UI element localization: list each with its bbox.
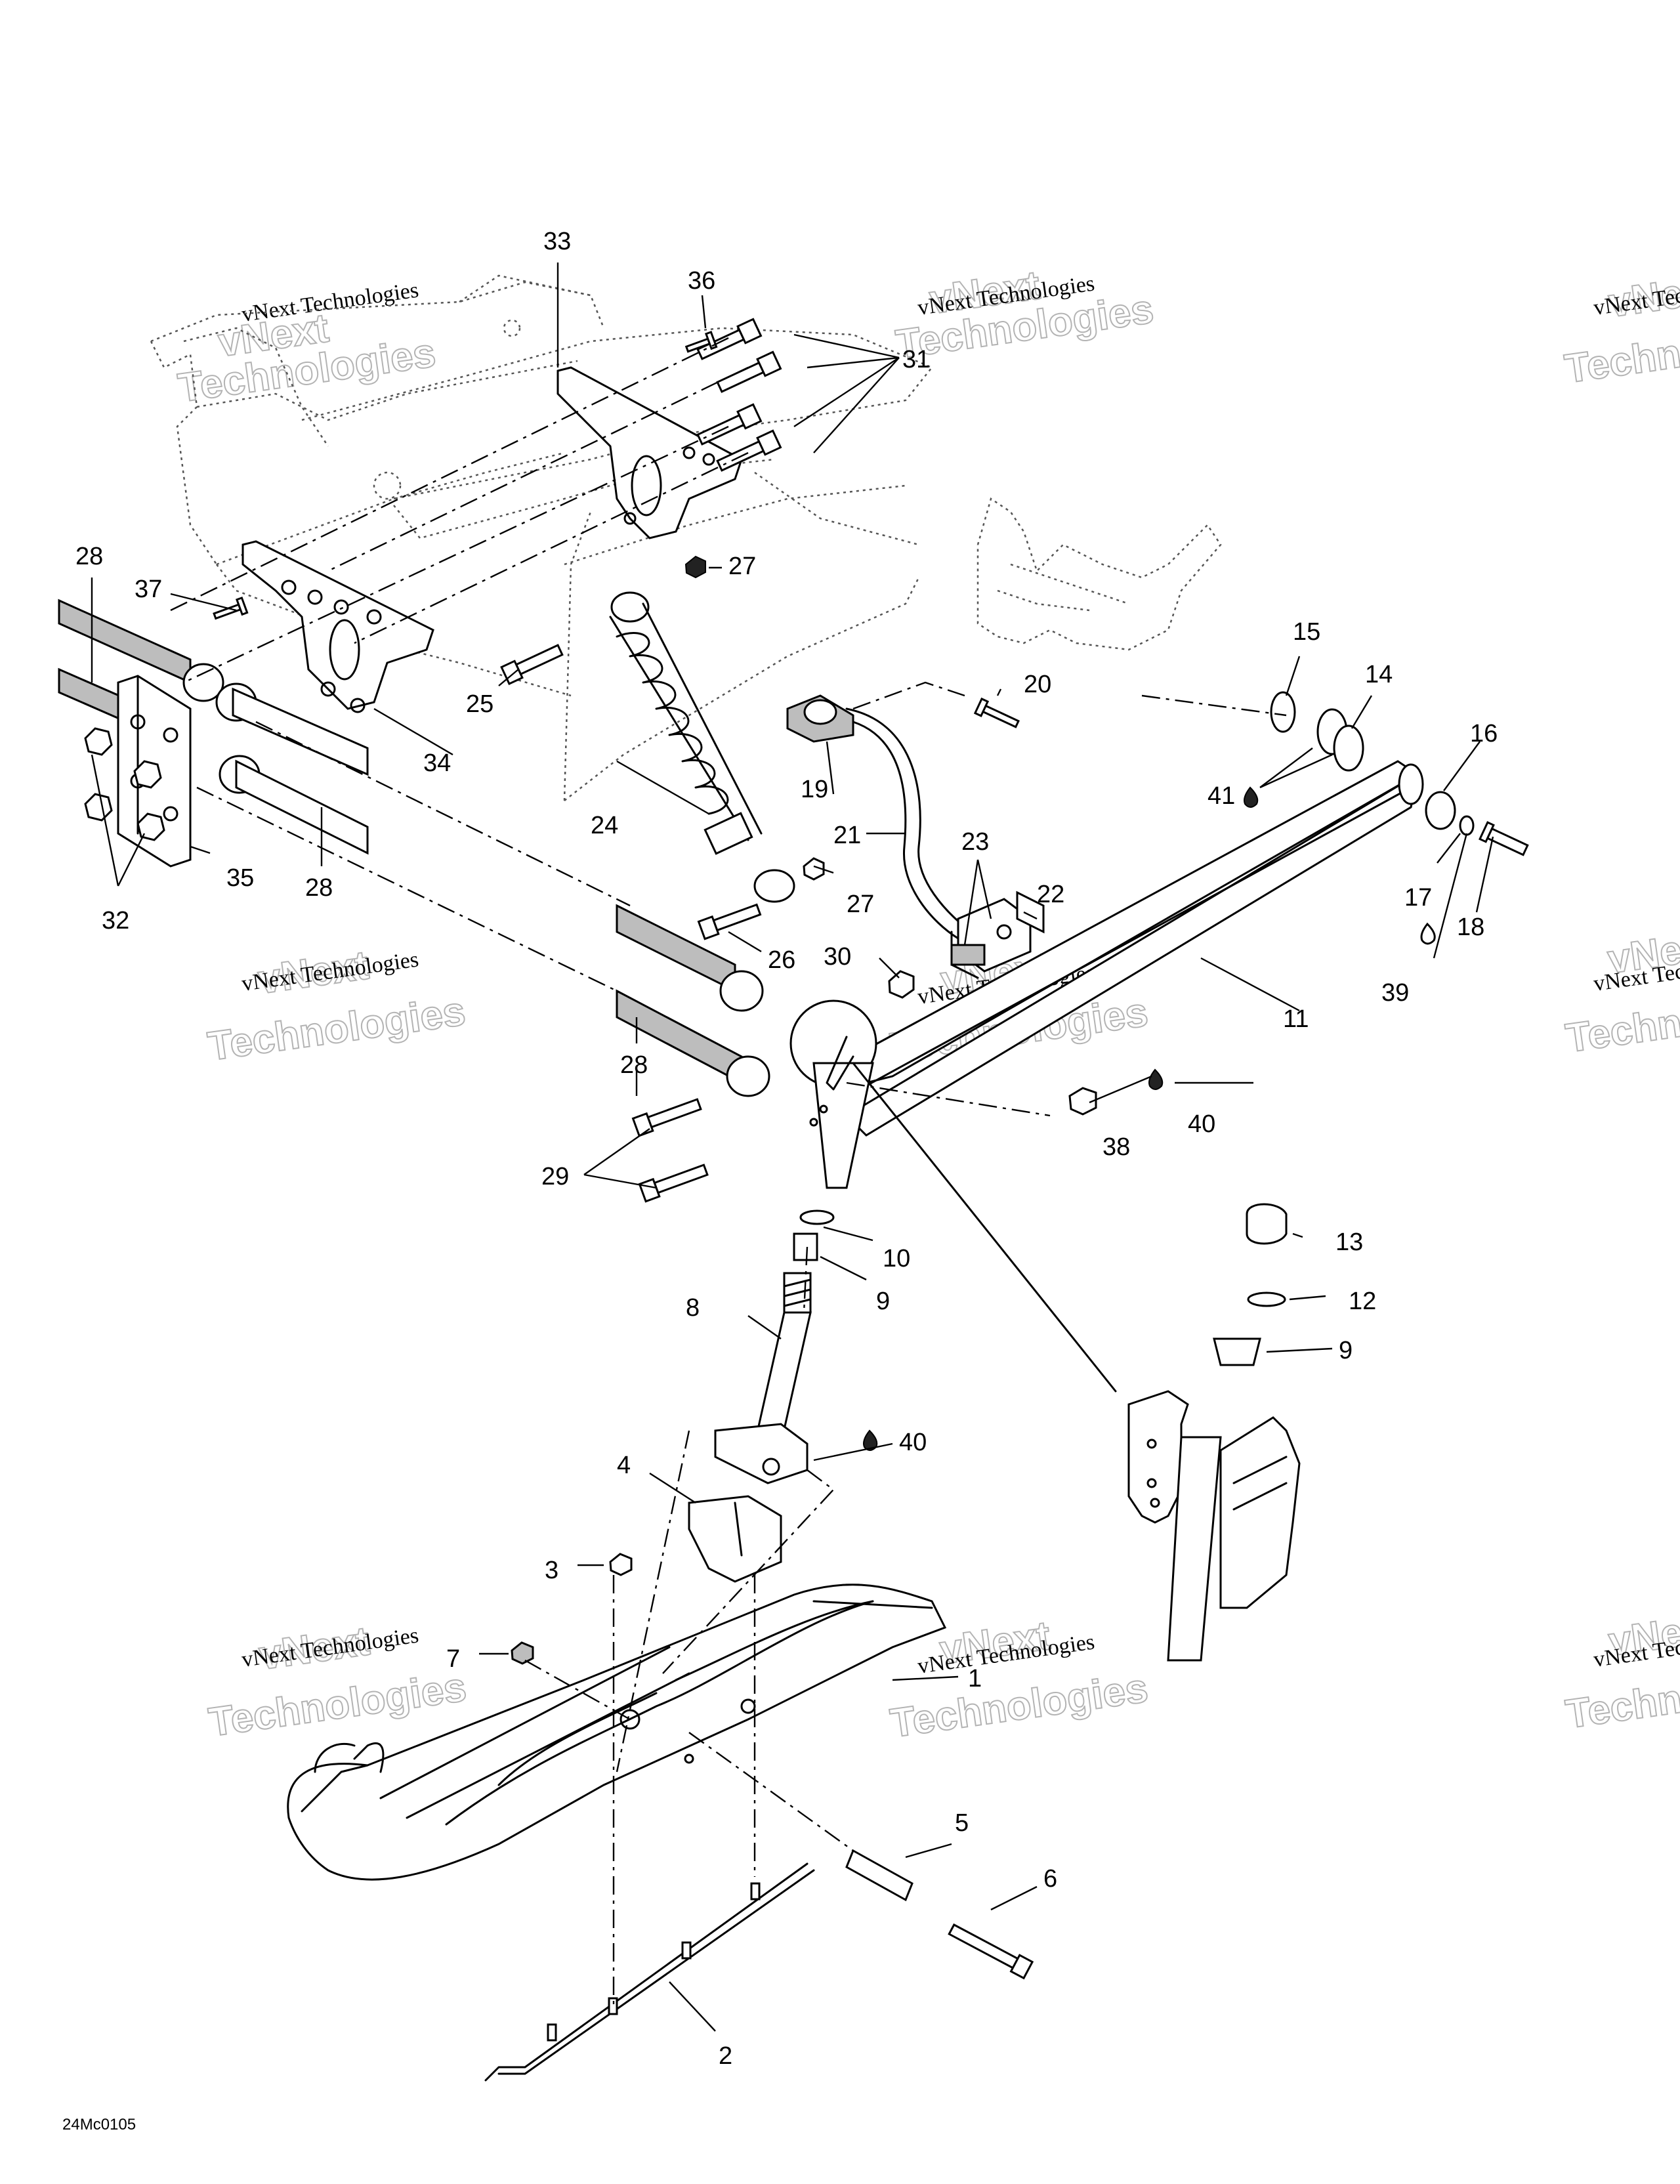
- ski: [287, 1584, 947, 1881]
- callout-9: 9: [876, 1288, 890, 1315]
- callout-28: 28: [620, 1051, 648, 1079]
- nuts-27: [684, 555, 825, 881]
- callout-17: 17: [1404, 884, 1432, 912]
- watermark-outline: Technologies: [205, 988, 469, 1069]
- lower-rod-stubs: [616, 904, 770, 1097]
- assembly-lines: [170, 337, 1287, 2008]
- callout-labels: 33 36 31 27 28 37 25 34 24 35 28 32 27 2…: [75, 228, 1498, 2070]
- callout-10: 10: [883, 1245, 910, 1272]
- callout-8: 8: [686, 1294, 700, 1322]
- callout-16: 16: [1470, 720, 1498, 747]
- chassis-frame-outline: [150, 274, 933, 801]
- watermark-outline: Technologies: [1563, 1656, 1680, 1737]
- hardware-16-17-18: [1425, 791, 1529, 856]
- callout-14: 14: [1365, 661, 1393, 688]
- callout-36: 36: [688, 267, 715, 295]
- spindle-detail: [1127, 1390, 1301, 1662]
- ski-saddle: [688, 1423, 808, 1583]
- swing-arm: [845, 760, 1424, 1137]
- callout-15: 15: [1293, 618, 1320, 646]
- shock-absorber: [609, 591, 795, 903]
- callout-12: 12: [1349, 1288, 1376, 1315]
- callout-22: 22: [1037, 881, 1064, 908]
- callout-37: 37: [135, 576, 162, 603]
- pin-20: [973, 697, 1020, 728]
- callout-18: 18: [1457, 914, 1484, 941]
- callout-27: 27: [847, 891, 874, 918]
- callout-5: 5: [955, 1809, 969, 1837]
- callout-19: 19: [801, 776, 828, 803]
- callout-29: 29: [541, 1163, 569, 1190]
- watermark-text: vNext Technologies: [240, 278, 420, 326]
- steering-bracket: [786, 694, 854, 743]
- watermark-outline: Technologies: [206, 1664, 469, 1745]
- rod-bushings-left: [182, 663, 369, 855]
- callout-39: 39: [1381, 979, 1409, 1007]
- grease-markers: [863, 786, 1436, 1451]
- callout-38: 38: [1102, 1133, 1130, 1161]
- nuts-3-7: [511, 1553, 633, 1665]
- callout-2: 2: [719, 2042, 732, 2070]
- callout-28: 28: [75, 543, 103, 570]
- watermarks: vNext Technologies vNext Technologies vN…: [175, 262, 1680, 1747]
- kingpin-assembly: [753, 1209, 835, 1445]
- callout-31: 31: [902, 346, 930, 373]
- washers-15-14: [1270, 691, 1364, 772]
- callout-leaders: [91, 262, 1494, 2032]
- callout-25: 25: [466, 690, 494, 718]
- callout-26: 26: [768, 946, 795, 974]
- callout-6: 6: [1043, 1865, 1057, 1893]
- callout-23: 23: [961, 828, 989, 856]
- callout-20: 20: [1024, 671, 1051, 698]
- rivet-37: [213, 597, 249, 620]
- nut-30: [888, 970, 915, 999]
- callout-28: 28: [305, 874, 333, 902]
- watermark-outline: Technologies: [1563, 980, 1680, 1061]
- callout-9: 9: [1339, 1337, 1353, 1364]
- callout-7: 7: [446, 1645, 460, 1673]
- callout-24: 24: [591, 812, 618, 839]
- callout-40: 40: [1188, 1110, 1215, 1138]
- upper-right-bracket-outline: [976, 497, 1222, 651]
- figure-code: 24Mc0105: [62, 2116, 136, 2133]
- nuts-32: [84, 727, 165, 841]
- callout-1: 1: [968, 1665, 982, 1692]
- callout-40: 40: [899, 1429, 927, 1456]
- callout-34: 34: [423, 749, 451, 777]
- callout-11: 11: [1283, 1005, 1309, 1033]
- steering-clamp: [950, 891, 1045, 979]
- callout-21: 21: [833, 822, 861, 849]
- upper-bracket-plate: [556, 366, 743, 539]
- bolt-38: [1068, 1087, 1097, 1116]
- callout-27: 27: [728, 553, 756, 580]
- bushing-and-bolt: [845, 1849, 1034, 1980]
- callout-3: 3: [545, 1557, 558, 1584]
- bolt-26: [697, 903, 762, 940]
- callout-33: 33: [543, 228, 571, 255]
- callout-30: 30: [824, 943, 851, 971]
- callout-32: 32: [102, 907, 129, 934]
- spindle-housing: [789, 999, 877, 1189]
- steering-arm: [845, 707, 973, 940]
- callout-13: 13: [1335, 1228, 1363, 1256]
- callout-4: 4: [617, 1452, 631, 1479]
- bolt-25: [500, 644, 564, 685]
- callout-35: 35: [226, 864, 254, 892]
- callout-41: 41: [1208, 782, 1235, 810]
- cap-and-bushing: [1213, 1203, 1288, 1366]
- ski-runner: [484, 1862, 815, 2082]
- side-bracket-plate: [242, 540, 434, 713]
